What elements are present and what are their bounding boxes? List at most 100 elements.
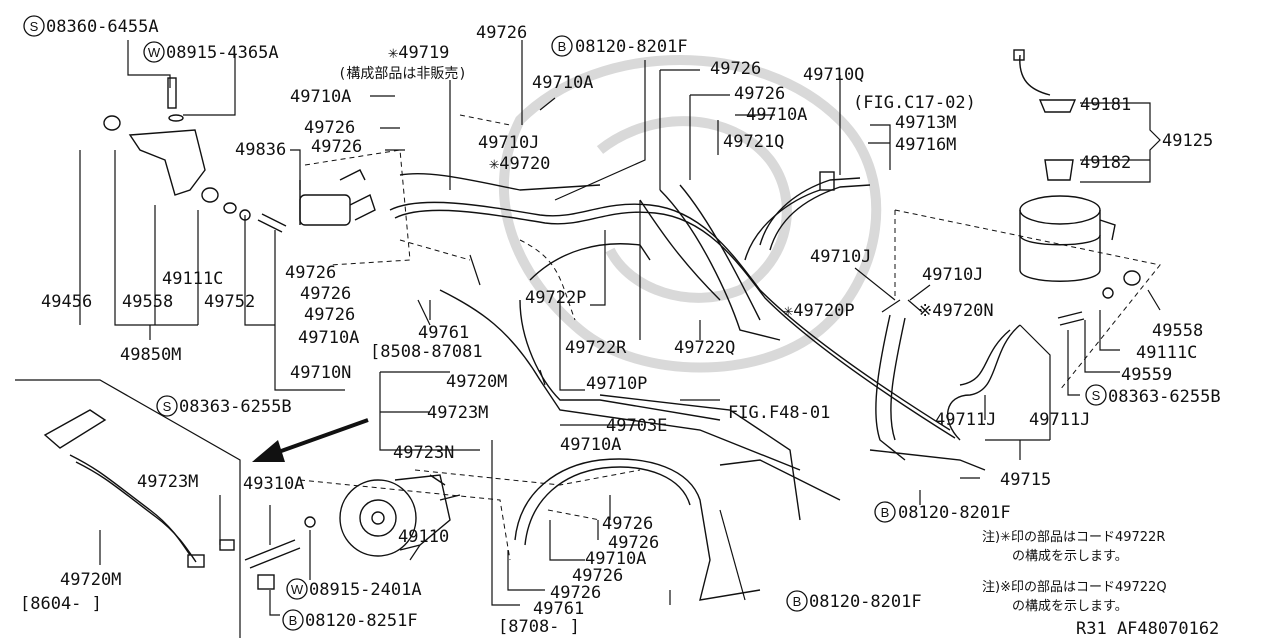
label-08120-8201f-top: 08120-8201F [575,37,688,57]
svg-text:W: W [291,582,304,597]
label-49723n: 49723N [393,443,454,463]
label-49710j-a: 49710J [810,247,871,267]
svg-text:S: S [1092,388,1101,403]
note-1-line-1: 注)✳印の部品はコード49722R [982,530,1165,545]
label-49310a: 49310A [243,474,304,494]
label-49719-note: (構成部品は非販売) [338,66,467,82]
label-8508-8708: [8508-87081 [370,342,483,362]
label-08120-8251f: 08120-8251F [305,611,418,631]
label-49720n: ※49720N [918,301,994,321]
label-49726-b2: 49726 [608,533,659,553]
label-49182: 49182 [1080,153,1131,173]
inset-detail [15,379,241,638]
label-49726-b4: 49726 [550,583,601,603]
label-49715: 49715 [1000,470,1051,490]
reservoir-tank [1013,49,1141,326]
label-8708: [8708- ] [498,617,580,637]
label-49726-b1: 49726 [602,514,653,534]
label-49723m-l: 49723M [137,472,198,492]
svg-text:S: S [163,399,172,414]
label-49710q: 49710Q [803,65,864,85]
label-08360-6455a: 08360-6455A [46,17,159,37]
label-49726-r1: 49726 [710,59,761,79]
circle-s-3: S [1085,384,1107,406]
valve-49836 [299,169,376,226]
circle-b-1: B [551,35,573,57]
label-49710a-r: 49710A [746,105,807,125]
label-49726-l1: 49726 [304,118,355,138]
hose-lines-right [869,314,1021,471]
svg-text:B: B [793,594,802,609]
label-49836: 49836 [235,140,286,160]
circle-b-4: B [282,609,304,631]
svg-text:W: W [148,45,161,60]
label-49559: 49559 [1121,365,1172,385]
label-49726-l5: 49726 [304,305,355,325]
return-hose-arc [514,458,761,601]
circle-b-2: B [874,501,896,523]
note-2-line-2: の構成を示します。 [1012,599,1128,614]
label-49716m: 49716M [895,135,956,155]
dashed-lines [299,114,1161,561]
label-08363-6255b-r: 08363-6255B [1108,387,1221,407]
label-08915-4365a: 08915-4365A [166,43,279,63]
label-49726-top: 49726 [476,23,527,43]
hose-lines-lower [439,289,841,521]
label-49720m: 49720M [446,372,507,392]
label-49710a-l2: 49710A [298,328,359,348]
label-49722p: 49722P [525,288,586,308]
label-49710a-b2: 49710A [585,549,646,569]
label-49719: ✳49719 [388,43,449,63]
label-49710p: 49710P [586,374,647,394]
watermark-logo [498,55,882,373]
label-49111c: 49111C [162,269,223,289]
power-steering-pump [244,474,461,590]
label-49720m-l: 49720M [60,570,121,590]
figure-reference-code: R31 AF48070162 [1076,619,1219,638]
label-49558: 49558 [122,292,173,312]
label-49713m: 49713M [895,113,956,133]
label-49710a-top: 49710A [532,73,593,93]
label-49722q: 49722Q [674,338,735,358]
label-49710j-top: 49710J [478,133,539,153]
label-49558-r: 49558 [1152,321,1203,341]
label-49721q: 49721Q [723,132,784,152]
label-fig-f48: FIG.F48-01 [728,403,830,423]
label-49726-l2: 49726 [311,137,362,157]
label-49720p: ✳49720P [783,301,855,321]
bracket-assembly [103,77,287,233]
label-49703e: 49703E [606,416,667,436]
hose-lines-top-right [744,171,871,261]
note-2-line-1: 注)※印の部品はコード49722Q [982,580,1167,595]
label-49710n: 49710N [290,363,351,383]
circle-b-3: B [786,590,808,612]
label-fig-c17: (FIG.C17-02) [853,93,976,113]
svg-text:B: B [558,39,567,54]
circle-s-1: S [23,15,45,37]
label-49181: 49181 [1080,95,1131,115]
label-08915-2401a: 08915-2401A [309,580,422,600]
leader-lines [79,40,1161,616]
label-49710j-b: 49710J [922,265,983,285]
label-49110: 49110 [398,527,449,547]
label-49752: 49752 [204,292,255,312]
label-49710a-b: 49710A [560,435,621,455]
svg-text:B: B [881,505,890,520]
circle-s-2: S [156,395,178,417]
label-49723m: 49723M [427,403,488,423]
hose-lines-upper [389,172,956,439]
circle-w-1: W [143,41,165,63]
label-49711j-b: 49711J [1029,410,1090,430]
svg-text:B: B [289,613,298,628]
label-49711j-a: 49711J [935,410,996,430]
label-8604: [8604- ] [20,594,102,614]
direction-arrow-icon [252,418,369,462]
label-49761: 49761 [418,323,469,343]
circle-w-2: W [286,578,308,600]
label-08120-8201f-b: 08120-8201F [809,592,922,612]
label-49722r: 49722R [565,338,627,358]
label-49726-l4: 49726 [300,284,351,304]
label-49726-b3: 49726 [572,566,623,586]
